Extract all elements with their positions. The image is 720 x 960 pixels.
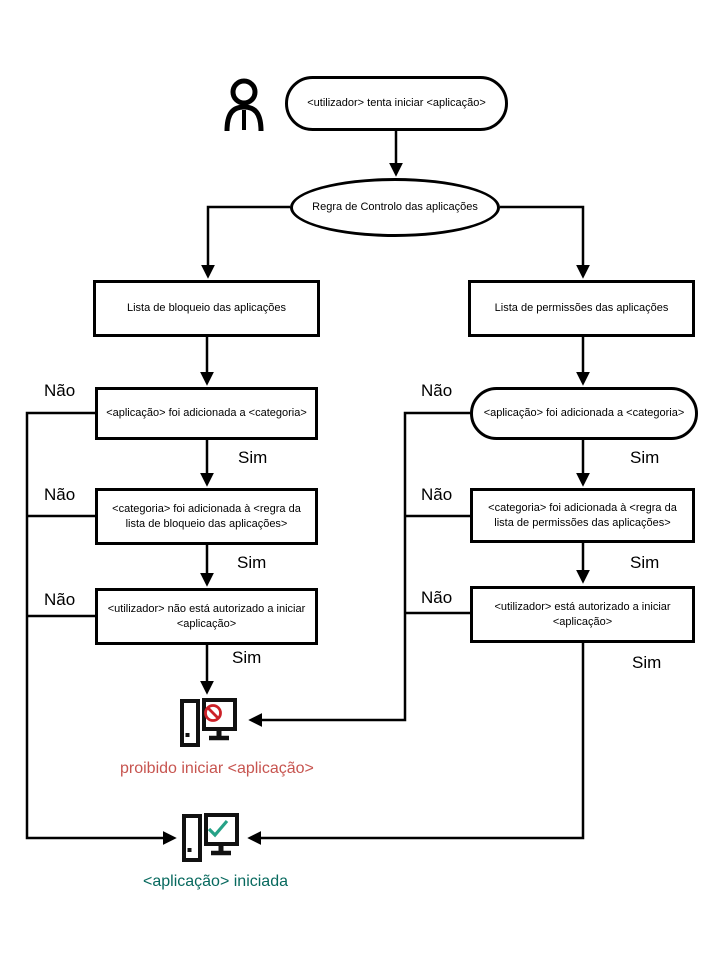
allowlist-node: Lista de permissões das aplicações	[468, 280, 695, 337]
user-icon	[224, 78, 264, 132]
computer-blocked-icon	[180, 698, 237, 747]
allowlist-category-check-node: <aplicação> foi adicionada a <categoria>	[470, 387, 698, 440]
connector-blocklist-no-trunk-to-started	[25, 411, 177, 845]
yes-label-blocklist-2: Sim	[237, 553, 267, 572]
started-outcome-label: <aplicação> iniciada	[143, 873, 288, 890]
blocked-outcome-label: proibido iniciar <aplicação>	[120, 760, 314, 777]
check-icon	[207, 819, 229, 838]
user-authorized-node: <utilizador> está autorizado a iniciar <…	[470, 586, 695, 643]
no-label-allowlist-1: Não	[421, 381, 453, 400]
computer-started-icon	[182, 813, 239, 862]
connector-allowlist-no-trunk-to-blocked	[248, 411, 470, 727]
yes-label-blocklist-3: Sim	[232, 648, 262, 667]
allowlist-rule-check-node: <categoria> foi adicionada à <regra da l…	[470, 488, 695, 543]
connector-allowlist-yes-3-to-started	[247, 643, 585, 845]
yes-label-allowlist-1: Sim	[630, 448, 660, 467]
yes-label-blocklist-1: Sim	[238, 448, 268, 467]
blocklist-node: Lista de bloqueio das aplicações	[93, 280, 320, 337]
start-node: <utilizador> tenta iniciar <aplicação>	[285, 76, 508, 131]
connector-rule-to-allowlist	[500, 205, 590, 279]
user-not-authorized-node: <utilizador> não está autorizado a inici…	[95, 588, 318, 645]
no-label-allowlist-2: Não	[421, 485, 453, 504]
connector-rule-to-blocklist	[201, 205, 290, 279]
rule-node: Regra de Controlo das aplicações	[290, 178, 500, 237]
yes-label-allowlist-3: Sim	[632, 653, 662, 672]
blocklist-rule-check-node: <categoria> foi adicionada à <regra da l…	[95, 488, 318, 545]
no-label-blocklist-1: Não	[44, 381, 76, 400]
no-label-blocklist-2: Não	[44, 485, 76, 504]
no-label-allowlist-3: Não	[421, 588, 453, 607]
blocklist-category-check-node: <aplicação> foi adicionada a <categoria>	[95, 387, 318, 440]
yes-label-allowlist-2: Sim	[630, 553, 660, 572]
prohibition-sign-icon	[204, 704, 222, 722]
no-label-blocklist-3: Não	[44, 590, 76, 609]
